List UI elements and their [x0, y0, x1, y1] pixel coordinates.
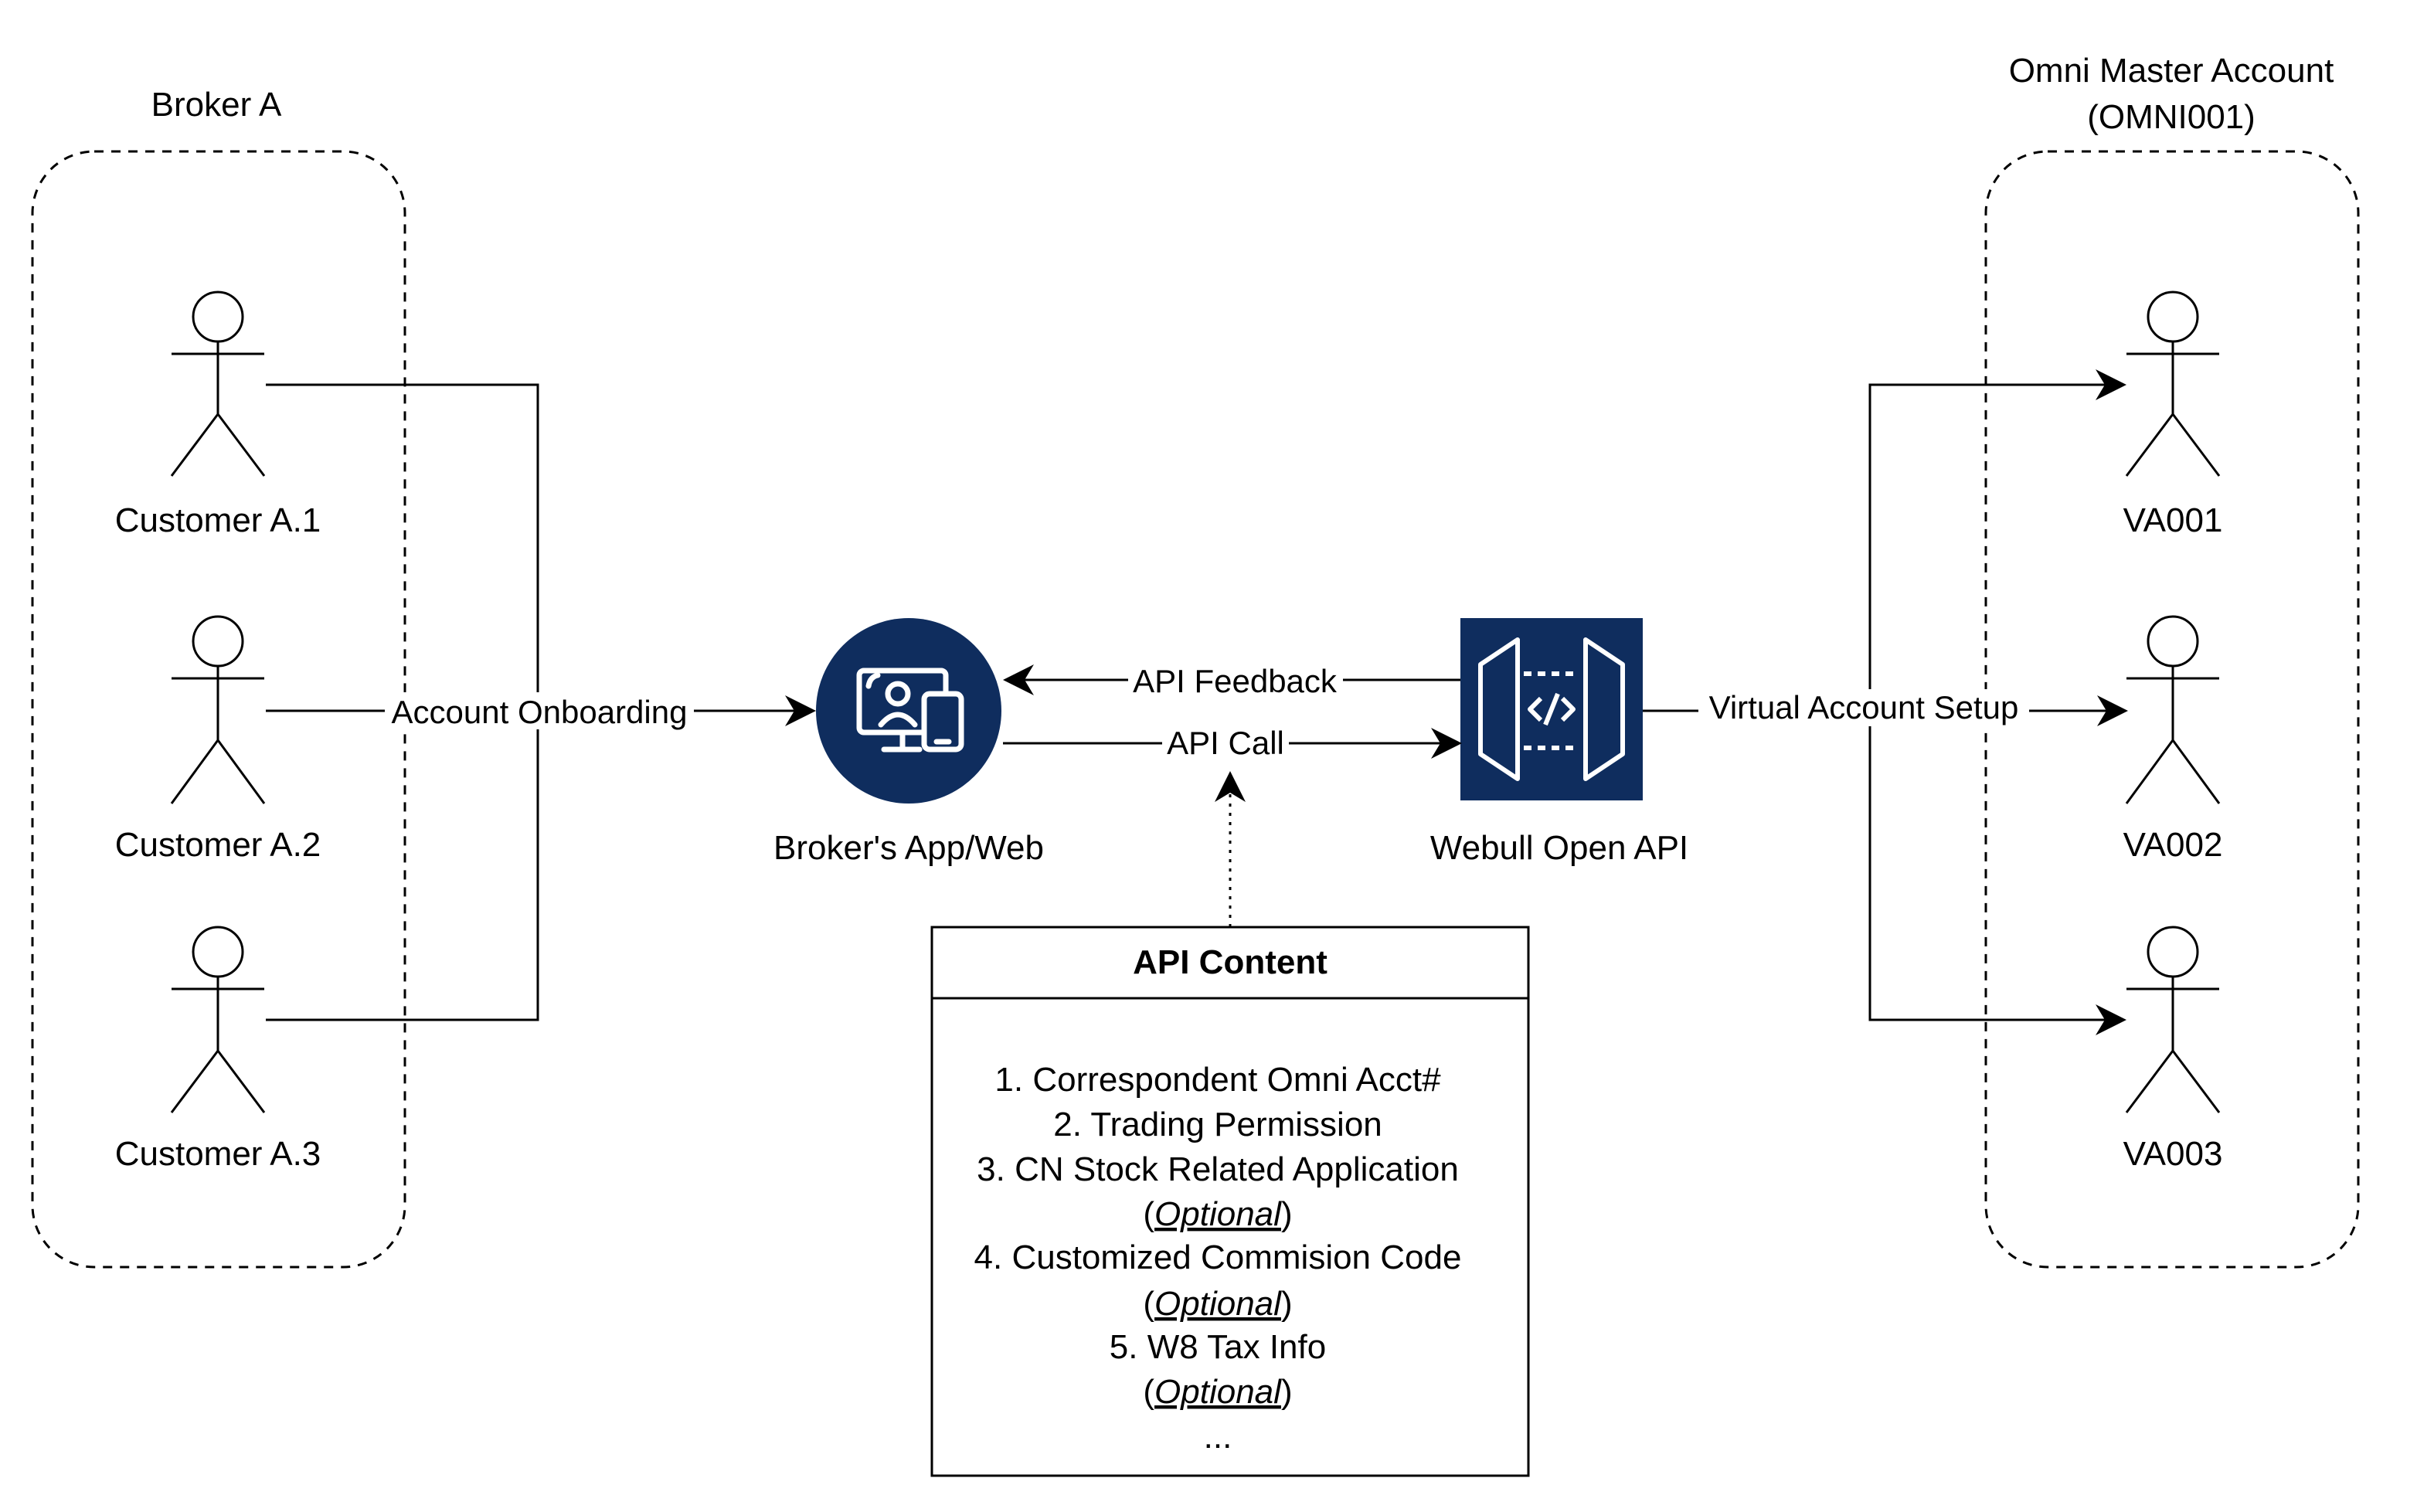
omni-group-label-line1: Omni Master Account	[2009, 52, 2334, 90]
virtual-setup-label-bg	[1698, 689, 2029, 726]
api-content-item: 5. W8 Tax Info	[1110, 1328, 1326, 1366]
person-icon	[170, 615, 266, 804]
person-icon	[2125, 926, 2221, 1113]
api-content-title: API Content	[1133, 943, 1327, 981]
connector-va001	[1868, 369, 2126, 711]
va-label: VA002	[2123, 826, 2223, 864]
customer-label: Customer A.2	[115, 826, 321, 864]
edge-label-feedback: API Feedback	[1133, 663, 1338, 699]
edge-label-call: API Call	[1167, 725, 1284, 761]
optional-word: Optional	[1154, 1195, 1282, 1233]
broker-group-label: Broker A	[151, 86, 282, 124]
feedback-label-bg	[1128, 661, 1343, 698]
broker-app-label: Broker's App/Web	[773, 829, 1044, 867]
customer-label: Customer A.3	[115, 1135, 321, 1173]
devices-icon	[816, 618, 1001, 804]
va-label: VA001	[2123, 501, 2223, 539]
va-label: VA003	[2123, 1135, 2223, 1173]
connector-va003	[1868, 711, 2126, 1035]
api-gateway-icon	[1460, 618, 1643, 800]
optional-close: )	[1281, 1285, 1293, 1323]
connector-customer-a1	[266, 383, 539, 711]
api-content-optional: (Optional)	[1143, 1285, 1292, 1323]
optional-open: (	[1143, 1373, 1154, 1411]
optional-word: Optional	[1154, 1285, 1282, 1323]
customer-label: Customer A.1	[115, 501, 321, 539]
optional-close: )	[1281, 1195, 1293, 1233]
optional-word: Optional	[1154, 1373, 1282, 1411]
api-content-box	[930, 926, 1530, 1477]
webull-api-label: Webull Open API	[1430, 829, 1688, 867]
connector-customer-a3	[266, 711, 539, 1021]
person-icon	[170, 926, 266, 1113]
person-icon	[2125, 615, 2221, 804]
omni-group-label-line2: (OMNI001)	[2087, 98, 2256, 136]
api-content-item: 1. Correspondent Omni Acct#	[994, 1061, 1441, 1099]
api-content-item: 3. CN Stock Related Application	[977, 1150, 1459, 1188]
person-icon	[170, 291, 266, 477]
edge-label-onboarding: Account Onboarding	[392, 694, 688, 730]
optional-open: (	[1143, 1195, 1154, 1233]
optional-open: (	[1143, 1285, 1154, 1323]
call-label-bg	[1162, 725, 1289, 762]
api-content-item: 4. Customized Commision Code	[974, 1238, 1462, 1276]
api-content-optional: (Optional)	[1143, 1373, 1292, 1411]
edge-label-virtual-setup: Virtual Account Setup	[1709, 689, 2019, 725]
optional-close: )	[1281, 1373, 1293, 1411]
api-content-optional: (Optional)	[1143, 1195, 1292, 1233]
api-content-item: 2. Trading Permission	[1053, 1106, 1382, 1143]
omni-group-box	[1984, 150, 2360, 1269]
onboarding-label-bg	[385, 692, 694, 729]
person-icon	[2125, 291, 2221, 477]
api-content-ellipsis: ...	[1204, 1418, 1232, 1456]
